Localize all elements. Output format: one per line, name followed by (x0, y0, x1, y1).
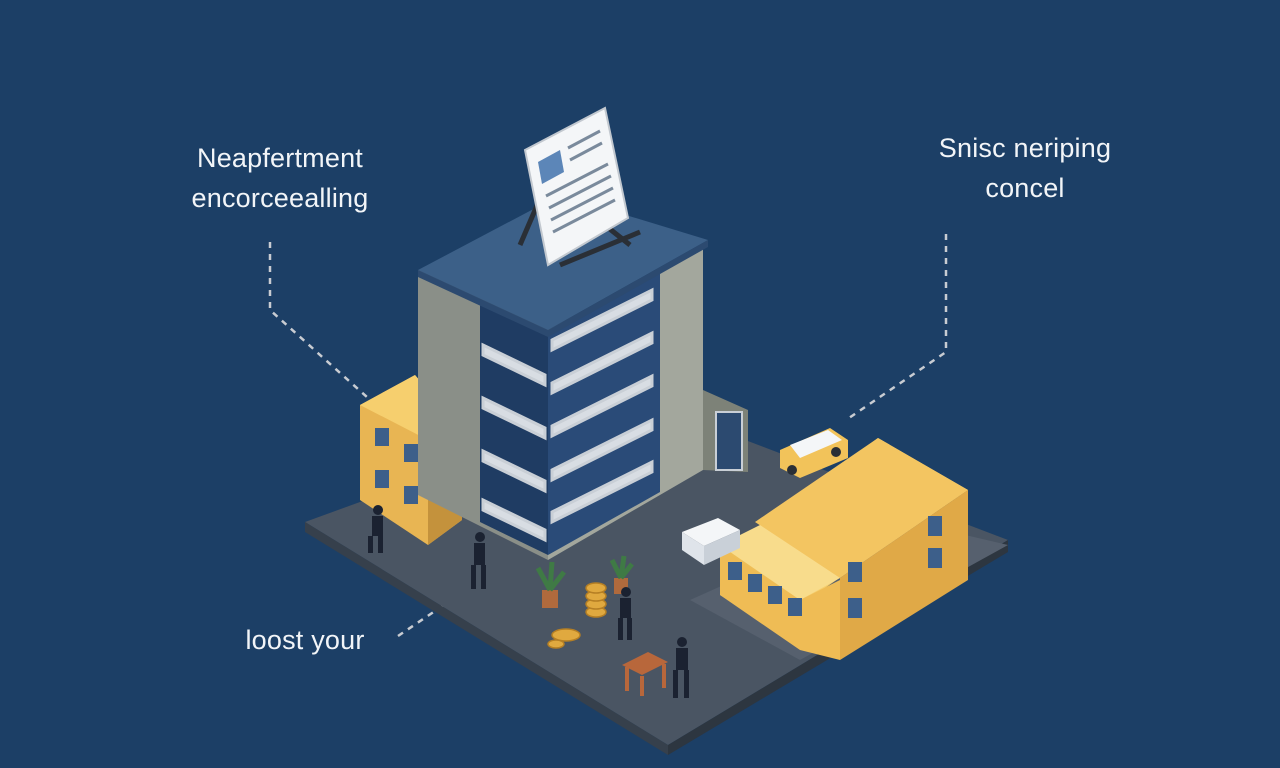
paper-stack-icon (682, 518, 740, 565)
callout-label-line: Snisc neriping (938, 133, 1112, 163)
yellow-van-icon (780, 428, 848, 478)
callout-label-line: encorceealling (191, 183, 369, 213)
coin-stack-icon (547, 582, 607, 649)
leader-line-top-right (845, 234, 948, 422)
right-building-windows (728, 516, 942, 618)
person-figures (368, 505, 689, 698)
callout-label-top-right: Snisc neriping concel (905, 128, 1145, 208)
leader-line-top-left (268, 242, 369, 399)
tower-balconies (481, 287, 654, 543)
callout-label-top-left: Neapfertment encorceealling (160, 138, 400, 218)
annex-door (715, 411, 743, 471)
person-figure (673, 637, 689, 698)
person-figure (368, 505, 383, 553)
left-building-windows (375, 428, 418, 504)
right-yellow-building (720, 438, 968, 660)
callout-label-line: Neapfertment (197, 143, 363, 173)
document-easel-icon (517, 106, 641, 268)
person-figure (471, 532, 486, 589)
person-figure (618, 587, 632, 640)
callout-label-bottom-left: loost your (245, 625, 365, 655)
document-text-lines (545, 129, 616, 234)
callout-label-line: concel (985, 173, 1065, 203)
wooden-table-icon (622, 652, 668, 696)
